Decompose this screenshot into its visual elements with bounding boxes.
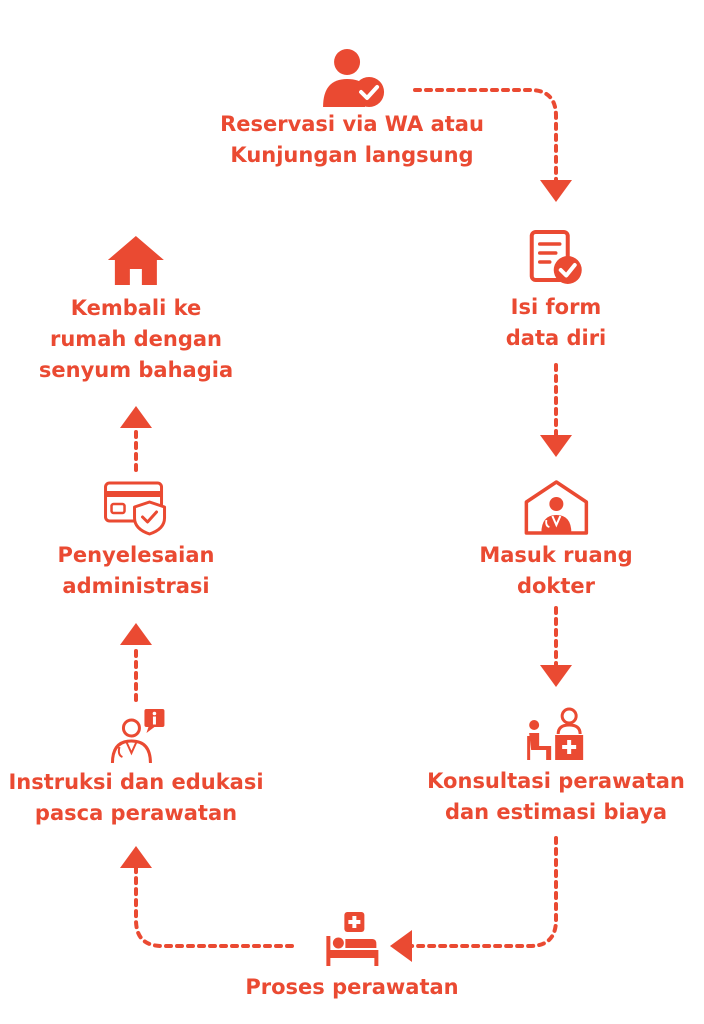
step-instruksi-label: Instruksi dan edukasi pasca perawatan: [8, 767, 263, 829]
step-ruang-dokter-label: Masuk ruang dokter: [479, 540, 632, 602]
step-konsultasi-label-line-1: Konsultasi perawatan: [427, 769, 685, 793]
step-konsultasi-label-line-2: dan estimasi biaya: [444, 800, 668, 824]
step-ruang-dokter-label-line-2: dokter: [516, 574, 596, 598]
step-administrasi-label: Penyelesaian administrasi: [58, 540, 215, 602]
step-konsultasi-label: Konsultasi perawatan dan estimasi biaya: [427, 766, 685, 828]
step-reservasi-label: Reservasi via WA atau Kunjungan langsung: [220, 109, 484, 171]
arrowhead-down-2: [540, 435, 572, 457]
house-icon: [108, 236, 164, 285]
step-isi-form-label-line-1: Isi form: [510, 295, 602, 319]
step-reservasi-label-line-1: Reservasi via WA atau: [220, 112, 484, 136]
step-proses-perawatan-label: Proses perawatan: [245, 972, 458, 1003]
step-ruang-dokter: Masuk ruang dokter: [479, 478, 633, 602]
arrowhead-up-3: [120, 406, 152, 428]
step-isi-form-label: Isi form data diri: [506, 292, 607, 354]
doctor-info-icon: [110, 709, 164, 764]
step-reservasi: Reservasi via WA atau Kunjungan langsung: [220, 47, 484, 171]
step-isi-form-label-line-2: data diri: [505, 326, 607, 350]
consultation-icon: [527, 707, 583, 760]
step-kembali-rumah-label-line-3: senyum bahagia: [38, 358, 234, 382]
step-proses-perawatan-label-line-1: Proses perawatan: [245, 975, 459, 999]
step-instruksi-label-line-1: Instruksi dan edukasi: [8, 770, 264, 794]
step-kembali-rumah-label-line-2: rumah dengan: [50, 327, 222, 351]
arrowhead-left-1: [390, 930, 412, 962]
doctor-room-icon: [524, 480, 588, 535]
step-isi-form: Isi form data diri: [506, 228, 607, 354]
step-konsultasi: Konsultasi perawatan dan estimasi biaya: [427, 706, 685, 828]
step-kembali-rumah-label: Kembali ke rumah dengan senyum bahagia: [39, 293, 233, 386]
connector-konsultasi-to-proses: [410, 836, 558, 948]
user-check-icon: [323, 49, 384, 107]
step-instruksi-label-line-2: pasca perawatan: [34, 801, 238, 825]
step-administrasi-label-line-1: Penyelesaian: [57, 543, 215, 567]
form-check-icon: [529, 230, 582, 284]
card-shield-icon: [104, 481, 167, 536]
step-administrasi-label-line-2: administrasi: [62, 574, 210, 598]
step-ruang-dokter-label-line-1: Masuk ruang: [479, 543, 633, 567]
arrowhead-down-3: [540, 665, 572, 687]
step-reservasi-label-line-2: Kunjungan langsung: [230, 143, 474, 167]
step-administrasi: Penyelesaian administrasi: [58, 480, 215, 602]
step-instruksi: Instruksi dan edukasi pasca perawatan: [8, 707, 264, 829]
step-kembali-rumah: Kembali ke rumah dengan senyum bahagia: [39, 233, 233, 386]
step-proses-perawatan: Proses perawatan: [245, 910, 459, 1003]
patient-bed-icon: [325, 912, 378, 966]
connector-reservasi-to-form: [413, 88, 558, 182]
arrowhead-up-2: [120, 623, 152, 645]
arrowhead-up-1: [120, 846, 152, 868]
step-kembali-rumah-label-line-1: Kembali ke: [70, 296, 202, 320]
arrowhead-down-1: [540, 180, 572, 202]
